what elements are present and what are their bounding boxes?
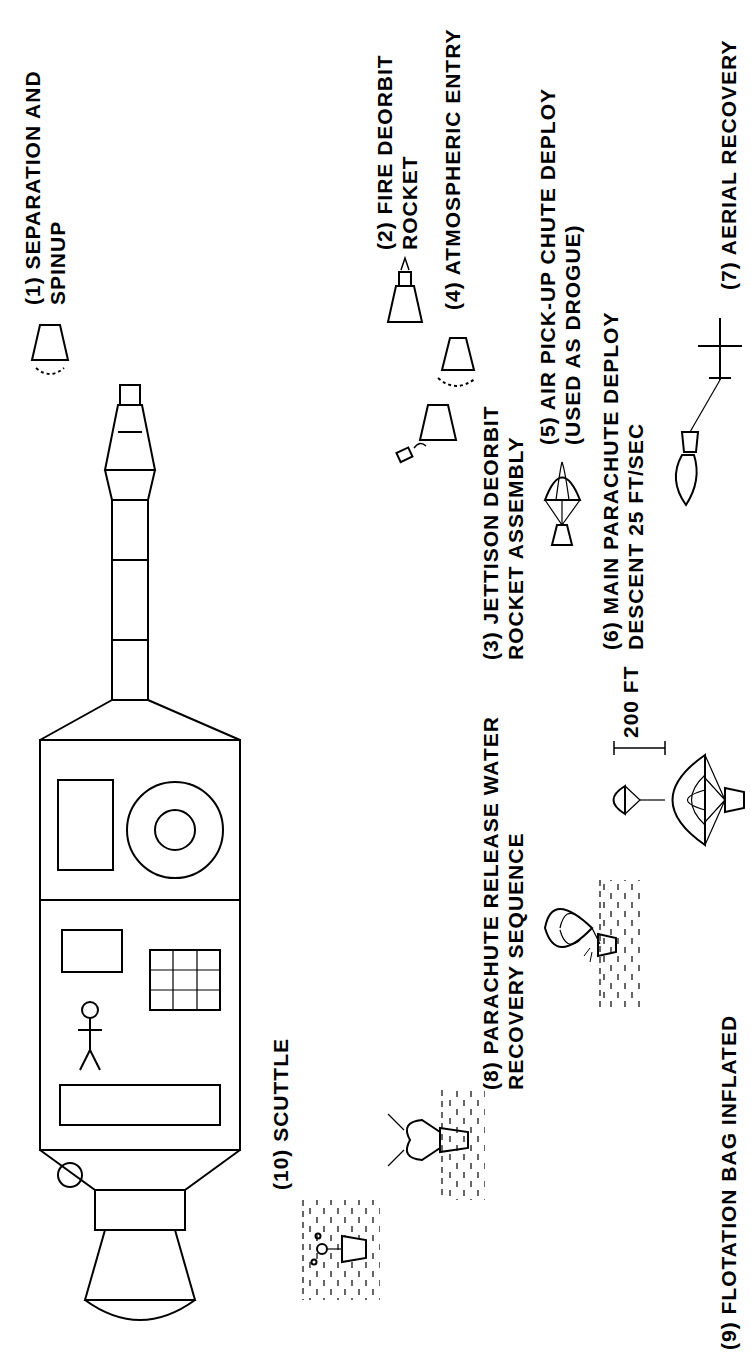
scuttled-capsule	[303, 1200, 380, 1300]
water-release-part	[584, 948, 592, 962]
water-release-part	[599, 880, 600, 1010]
spacecraft-part	[150, 950, 220, 1010]
scuttled-capsule-part	[306, 1200, 380, 1300]
drogue-chute-part	[556, 462, 569, 500]
spacecraft-part	[112, 639, 148, 641]
main-parachute-part	[625, 786, 640, 814]
flotation-bag-part	[440, 1128, 468, 1152]
deorbit-capsule-part	[388, 286, 422, 322]
entry-capsule-part	[442, 338, 474, 370]
spacecraft-part	[60, 1085, 220, 1125]
spacecraft-part	[150, 950, 220, 1010]
jettison-capsule-part	[414, 443, 426, 448]
spacecraft-part	[112, 500, 148, 700]
water-release-part	[560, 913, 580, 944]
spacecraft-part	[62, 930, 122, 972]
main-parachute-part	[688, 775, 706, 825]
spacecraft-part	[105, 470, 155, 500]
step-label: (8) PARACHUTE RELEASE WATER RECOVERY SEQ…	[478, 713, 528, 1090]
drogue-chute-part	[552, 525, 572, 545]
main-parachute-part	[614, 786, 626, 814]
recovery-aircraft-part	[709, 377, 731, 379]
scuttled-capsule-part	[328, 1248, 342, 1249]
flotation-bag-part	[388, 1114, 404, 1166]
recovery-aircraft-part	[690, 380, 720, 432]
drogue-chute-part	[545, 478, 580, 501]
spacecraft-part	[118, 431, 142, 433]
step-label: (10) SCUTTLE	[268, 1038, 293, 1190]
deorbit-capsule	[388, 258, 422, 322]
spacecraft-part	[58, 1163, 82, 1187]
dimension-bracket-part	[664, 741, 666, 755]
step-label: (4) ATMOSPHERIC ENTRY	[440, 28, 465, 310]
spacecraft-part	[85, 1300, 195, 1320]
recovery-aircraft-part	[719, 318, 721, 380]
flotation-bag-part	[445, 1090, 485, 1200]
flotation-bag-part	[407, 1120, 440, 1160]
spacecraft-part	[40, 700, 240, 740]
dimension-bracket-part	[613, 741, 615, 755]
main-parachute-part	[640, 799, 665, 800]
spacecraft-part	[40, 740, 240, 1150]
step-label: (6) MAIN PARACHUTE DEPLOY DESCENT 25 FT/…	[598, 308, 648, 650]
step-label: (2) FIRE DEORBIT ROCKET	[372, 51, 422, 250]
dimension-bracket	[614, 741, 665, 755]
flotation-bag-part	[441, 1090, 442, 1200]
deorbit-capsule-part	[399, 272, 411, 286]
jettison-capsule	[396, 405, 456, 462]
spacecraft-part	[78, 1018, 102, 1070]
spacecraft-part	[155, 810, 195, 850]
deorbit-capsule-part	[401, 258, 409, 270]
drogue-chute-part	[545, 500, 580, 525]
step-label: (7) AERIAL RECOVERY	[716, 40, 741, 290]
main-parachute	[614, 755, 745, 845]
spacecraft-part	[112, 559, 148, 561]
recovery-aircraft	[676, 318, 742, 505]
spacecraft-part	[40, 1150, 240, 1190]
scuttled-capsule-part	[342, 1236, 366, 1262]
spacecraft-part	[40, 899, 240, 901]
recovery-aircraft-part	[676, 455, 697, 505]
step-label: (5) AIR PICK-UP CHUTE DEPLOY (USED AS DR…	[535, 84, 585, 445]
step-label: (3) JETTISON DEORBIT ROCKET ASSEMBLY	[478, 402, 528, 660]
spacecraft-part	[95, 1190, 185, 1230]
water-release-part	[598, 934, 616, 956]
scuttled-capsule-part	[302, 1200, 303, 1300]
spacecraft-part	[85, 1230, 195, 1300]
recovery-aircraft-part	[682, 432, 698, 452]
spacecraft-part	[127, 782, 223, 878]
main-parachute-part	[673, 755, 706, 845]
jettison-capsule-part	[396, 448, 412, 463]
dimension-label: 200 FT	[618, 665, 643, 738]
jettison-capsule-part	[420, 405, 456, 440]
water-release-part	[545, 909, 592, 947]
scuttled-capsule-part	[316, 1234, 321, 1239]
spacecraft-part	[120, 385, 140, 405]
water-release	[545, 880, 643, 1010]
spacecraft-part	[32, 325, 68, 360]
step-label: (1) SEPARATION AND SPINUP	[20, 67, 70, 305]
water-release-part	[603, 880, 643, 1010]
entry-capsule	[438, 338, 476, 386]
main-parachute-part	[705, 755, 725, 845]
spacecraft-part	[58, 780, 113, 870]
entry-capsule-part	[438, 378, 476, 386]
step-label: (9) FLOTATION BAG INFLATED	[716, 1015, 741, 1350]
spacecraft-part	[105, 405, 155, 470]
scuttled-capsule-part	[312, 1260, 317, 1265]
recovery-aircraft-part	[698, 345, 742, 347]
spacecraft-part	[36, 368, 64, 374]
scuttled-capsule-part	[317, 1244, 327, 1254]
dimension-bracket-part	[614, 747, 665, 749]
spacecraft-part	[82, 1002, 98, 1018]
main-parachute-part	[725, 788, 744, 812]
spacecraft	[32, 325, 240, 1320]
flotation-bag	[388, 1090, 485, 1200]
drogue-chute	[545, 462, 580, 545]
